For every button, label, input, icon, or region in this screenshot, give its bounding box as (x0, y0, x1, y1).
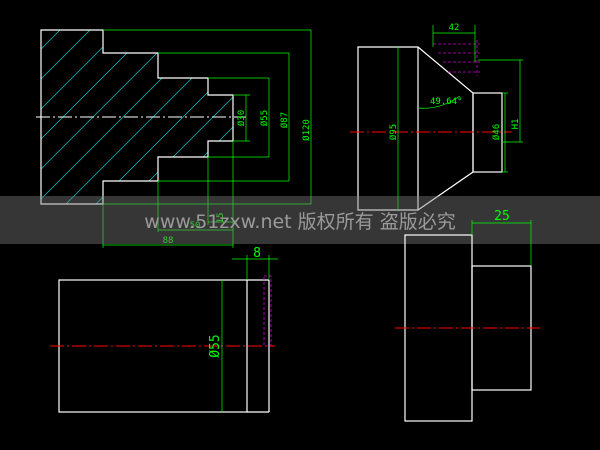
dim-top-42: 42 (449, 23, 460, 33)
watermark-text: www.51zxw.net 版权所有 盗版必究 (144, 211, 455, 233)
dim-d55-view3: Ø55 (208, 334, 223, 357)
view3-dimension-lines (221, 255, 278, 412)
dim-d55: Ø55 (259, 110, 270, 126)
dim-angle: 49.64° (430, 97, 463, 107)
view-4-stepped-cylinder: 25 (395, 209, 540, 422)
dim-l25: 25 (494, 209, 510, 224)
dim-d95: Ø95 (388, 124, 399, 140)
hidden-feature (263, 275, 272, 347)
dim-l50: 50 (190, 221, 201, 231)
dim-l88: 88 (163, 236, 174, 246)
dim-d120: Ø120 (301, 119, 312, 141)
dim-h1: H1 (511, 119, 521, 130)
view-2-chamfered-cylinder: 42 Ø95 Ø46 H1 49.64° (350, 23, 523, 211)
cylinder-outline (357, 46, 474, 211)
view-3-cylinder: 8 Ø55 (50, 246, 278, 413)
view4-dimension-lines (471, 220, 532, 266)
hidden-lines (433, 40, 480, 76)
view-1-stepped-shaft: Ø120 Ø87 Ø55 Ø30 15 50 88 (36, 29, 312, 248)
dim-d46: Ø46 (491, 124, 502, 140)
dim-d87: Ø87 (279, 112, 290, 128)
dim-d30: Ø30 (236, 110, 247, 126)
watermark-band: www.51zxw.net 版权所有 盗版必究 (0, 196, 600, 244)
dim-l15: 15 (216, 213, 226, 224)
view2-dimension-lines (397, 25, 523, 210)
view1-dimension-lines (102, 29, 312, 248)
dim-l8: 8 (253, 246, 261, 261)
